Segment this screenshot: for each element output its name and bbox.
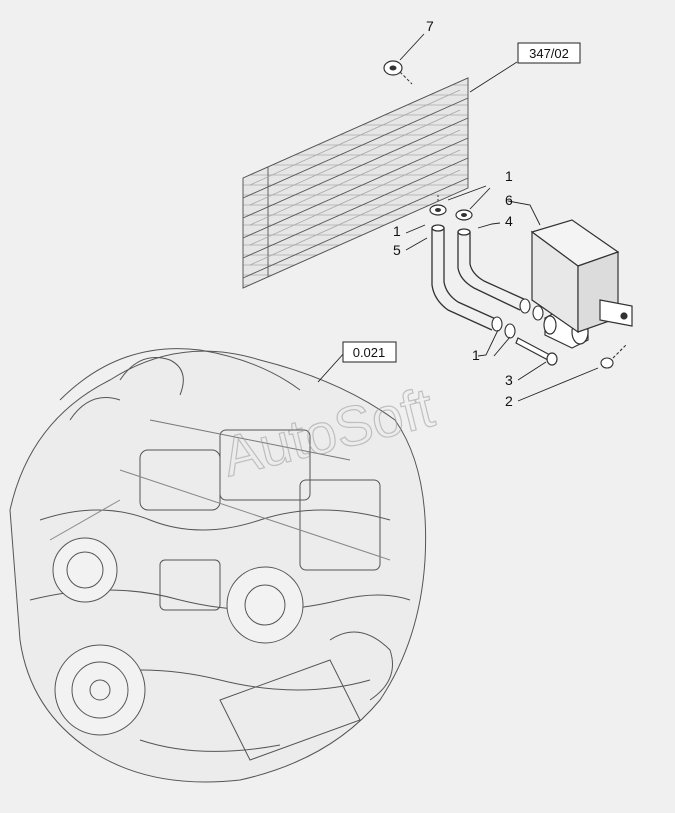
fitting-1-left [429, 195, 447, 216]
callout-5: 5 [393, 242, 401, 258]
callout-7: 7 [426, 18, 434, 34]
leader-lines [317, 33, 599, 402]
hose-clamps-1 [491, 298, 544, 339]
callout-3: 3 [505, 372, 513, 388]
callout-1-top: 1 [505, 168, 513, 184]
engine-assembly [9, 348, 427, 783]
hose-5 [431, 224, 499, 331]
ref-box-radiator[interactable]: 347/02 [517, 42, 581, 64]
callout-6: 6 [505, 192, 513, 208]
ref-radiator-label: 347/02 [529, 46, 569, 61]
hose-4 [457, 228, 527, 311]
fitting-1-right [455, 209, 473, 221]
washer-7 [383, 60, 413, 85]
ref-box-engine[interactable]: 0.021 [342, 341, 397, 363]
screw-2 [600, 344, 627, 369]
bolt-3 [515, 337, 558, 366]
callout-1-left: 1 [393, 223, 401, 239]
callout-4: 4 [505, 213, 513, 229]
support-bracket-6 [530, 219, 633, 334]
radiator-cooler [242, 77, 469, 289]
callout-1-bottom: 1 [472, 347, 480, 363]
callout-2: 2 [505, 393, 513, 409]
ref-engine-label: 0.021 [353, 345, 386, 360]
